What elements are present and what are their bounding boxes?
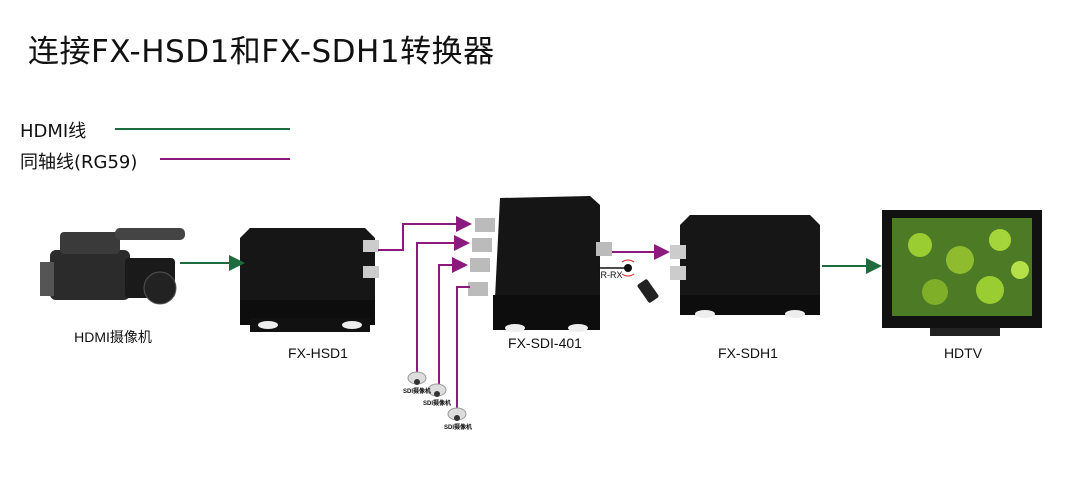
legend-hdmi-label: HDMI线 [20,121,87,142]
sdi-camera-label: SDI摄像机 [443,425,473,431]
coax-cam1 [416,235,470,372]
sdi-camera-label: SDI摄像机 [422,401,452,407]
fx-sdi-401-device-icon [468,196,612,332]
hsd1-label: FX-HSD1 [288,345,348,361]
sdi401-label: FX-SDI-401 [508,335,582,351]
fx-sdh1-device-icon [670,215,820,318]
coax-hsd1-to-sdi401 [378,216,472,251]
sdh1-label: FX-SDH1 [718,345,778,361]
sdi-camera-icon [427,383,447,397]
sdi-camera-label: SDI摄像机 [402,389,432,395]
tv-label: HDTV [943,345,983,361]
coax-cam2 [438,257,468,384]
coax-cam3 [456,286,470,408]
ir-rx-label: IR-RX [598,270,623,280]
legend-coax-label: 同轴线(RG59) [20,152,138,173]
sdi-camera-icon [407,371,427,385]
ir-receiver-icon [598,259,635,277]
fx-hsd1-device-icon [240,228,379,332]
sdi-camera-icon [447,407,467,421]
hdtv-icon [882,210,1042,336]
remote-control-icon [637,279,659,303]
hdmi-camera-icon [40,228,185,305]
page-title: 连接FX-HSD1和FX-SDH1转换器 [28,34,495,70]
camera-label: HDMI摄像机 [74,329,152,345]
